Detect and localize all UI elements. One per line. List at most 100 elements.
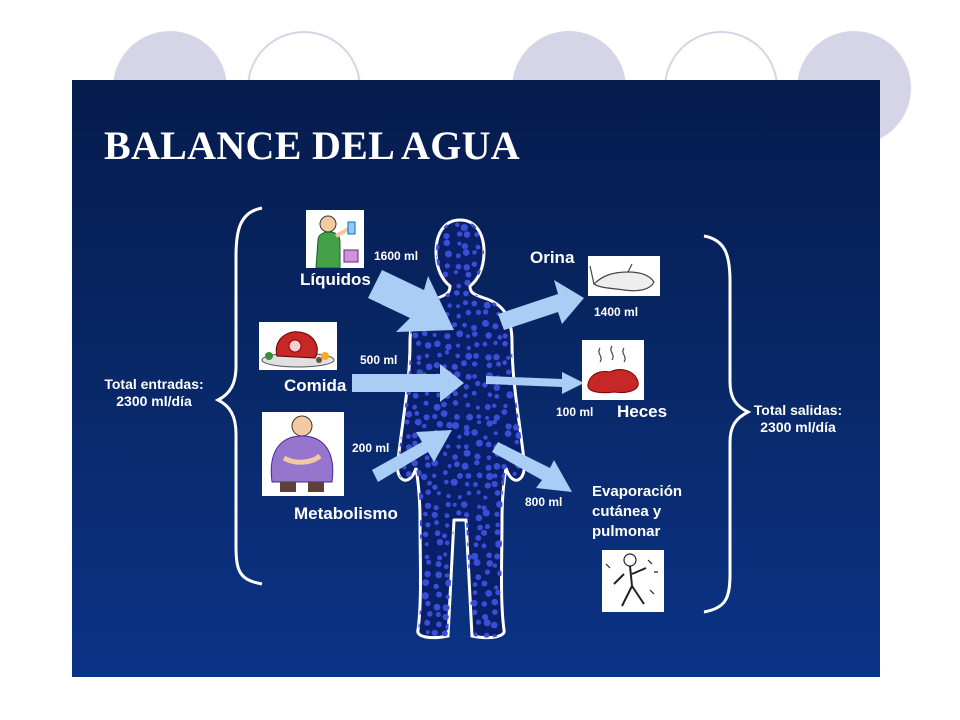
water-droplet [475, 514, 483, 522]
water-droplet [416, 270, 422, 276]
water-droplet [402, 510, 410, 518]
water-droplet [481, 505, 487, 511]
water-droplet [424, 619, 431, 626]
water-droplet [505, 509, 511, 516]
comida-amount: 500 ml [360, 353, 398, 367]
water-droplet [401, 559, 409, 567]
water-droplet [427, 480, 432, 486]
water-droplet [491, 239, 498, 246]
water-droplet [444, 573, 450, 578]
metabolismo-label: Metabolismo [294, 504, 398, 523]
water-droplet [425, 600, 431, 607]
water-droplet [463, 393, 468, 398]
water-droplet [492, 473, 498, 479]
water-droplet [481, 543, 487, 549]
water-droplet [442, 470, 448, 476]
food-platter-icon [259, 322, 337, 370]
water-droplet [495, 522, 500, 528]
water-droplet [511, 634, 518, 638]
water-droplet [463, 300, 468, 306]
water-droplet [462, 562, 470, 570]
water-droplet [414, 411, 420, 416]
water-droplet [463, 429, 470, 436]
water-droplet [526, 410, 533, 417]
water-droplet [423, 511, 428, 517]
water-droplet [427, 611, 433, 617]
water-droplet [477, 504, 482, 509]
water-droplet [522, 519, 525, 527]
water-droplet [456, 510, 462, 516]
total-salidas: Total salidas: 2300 ml/día [732, 402, 864, 436]
total-entradas-label: Total entradas: [104, 376, 204, 392]
water-droplet [406, 591, 412, 597]
water-droplet [442, 613, 449, 621]
water-droplet [432, 473, 437, 478]
human-body-silhouette [395, 218, 533, 640]
water-droplet [401, 571, 407, 577]
total-salidas-label: Total salidas: [753, 402, 843, 418]
water-droplet [445, 293, 450, 298]
water-droplet [476, 619, 482, 625]
person-icon [262, 412, 344, 496]
water-droplet [481, 601, 488, 607]
water-droplet [511, 622, 517, 628]
water-droplet [402, 603, 409, 610]
water-droplet [414, 533, 422, 541]
water-droplet [422, 252, 428, 258]
water-droplet [525, 561, 529, 565]
sweating-person-icon [602, 550, 664, 612]
water-droplet [495, 221, 501, 226]
water-droplet [433, 603, 441, 611]
water-droplet [472, 250, 477, 255]
water-droplet [505, 585, 510, 590]
water-droplet [502, 300, 508, 306]
water-droplet [485, 332, 492, 339]
water-droplet [446, 421, 453, 429]
water-droplet [397, 572, 403, 580]
water-droplet [397, 540, 401, 545]
water-droplet [397, 563, 402, 570]
water-droplet [456, 304, 461, 309]
water-droplet [483, 619, 491, 627]
water-droplet [463, 522, 469, 528]
water-droplet [456, 313, 462, 319]
water-droplet [474, 342, 480, 348]
water-droplet [397, 548, 398, 556]
water-droplet [497, 335, 503, 340]
water-droplet [487, 392, 493, 398]
water-droplet [397, 584, 403, 591]
water-droplet [434, 520, 439, 526]
water-droplet [505, 563, 510, 568]
water-droplet [416, 360, 421, 365]
water-droplet [505, 261, 510, 266]
water-droplet [516, 331, 522, 337]
water-droplet [452, 390, 458, 397]
water-droplet [453, 539, 460, 546]
water-droplet [491, 281, 499, 288]
water-droplet [466, 413, 473, 421]
water-droplet [501, 502, 507, 507]
water-droplet [452, 400, 459, 406]
water-droplet [425, 522, 431, 528]
water-droplet [477, 283, 483, 289]
orina-label: Orina [530, 248, 575, 267]
water-droplet [397, 414, 399, 421]
water-droplet [475, 405, 480, 410]
water-droplet [454, 461, 460, 468]
water-droplet [512, 604, 518, 609]
water-droplet [486, 552, 493, 559]
water-droplet [486, 420, 493, 427]
water-droplet [472, 374, 477, 379]
water-droplet [483, 282, 489, 289]
water-droplet [432, 333, 437, 337]
water-droplet [411, 460, 418, 467]
water-droplet [526, 610, 530, 614]
water-droplet [515, 592, 523, 600]
water-droplet [514, 563, 520, 569]
water-droplet [445, 444, 451, 449]
water-droplet [493, 431, 498, 436]
water-droplet [504, 553, 511, 560]
water-droplet [493, 354, 500, 361]
water-droplet [485, 590, 493, 597]
water-droplet [463, 449, 471, 457]
